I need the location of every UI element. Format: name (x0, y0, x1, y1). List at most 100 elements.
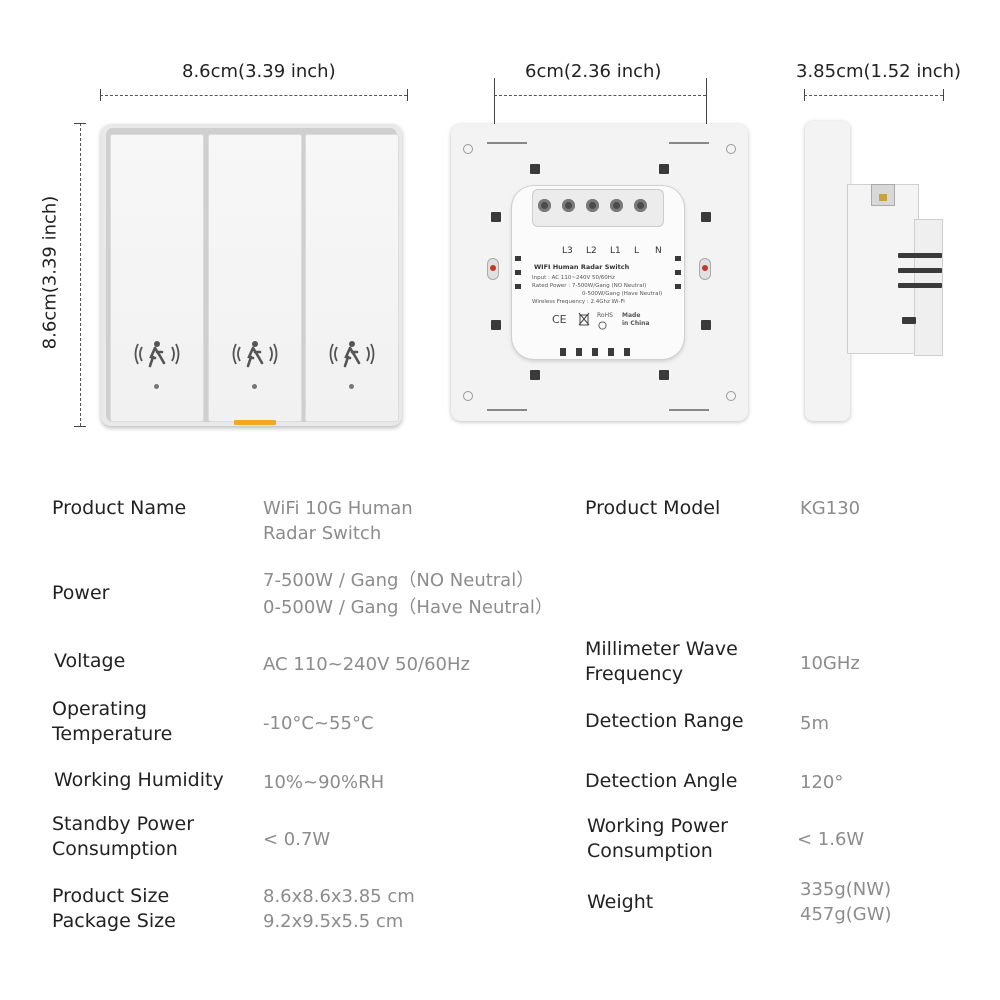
front-width-line (100, 95, 407, 96)
front-height-line (80, 123, 81, 426)
terminal-block (532, 189, 664, 227)
detection-angle-value: 120° (800, 772, 844, 793)
front-width-label: 8.6cm(3.39 inch) (182, 61, 336, 82)
module-wireless: Wireless Frequency : 2.4Ghz Wi-Fi (532, 299, 625, 305)
switch-frame (106, 128, 399, 422)
terminal-label-l: L (634, 246, 640, 256)
indicator-led (349, 384, 354, 389)
voltage-value: AC 110~240V 50/60Hz (263, 654, 470, 675)
terminal-screw (610, 199, 623, 212)
working-power-value: < 1.6W (797, 829, 865, 850)
tick (74, 123, 86, 124)
product-model-label: Product Model (585, 497, 721, 519)
switch-key-2 (208, 134, 302, 422)
switch-key-1 (110, 134, 204, 422)
terminal-screw (586, 199, 599, 212)
vent-slot (576, 348, 582, 356)
mmwave-value: 10GHz (800, 653, 860, 674)
switch-key-3 (305, 134, 399, 422)
tick (100, 89, 101, 101)
side-terminal (872, 185, 894, 205)
clip-bar (487, 409, 527, 411)
terminal-screw (562, 199, 575, 212)
switch-back-view: L3 L2 L1 L N WIFI Human Radar Switch Inp… (451, 124, 748, 421)
vent-slot (675, 284, 681, 289)
mmwave-label: Millimeter Wave Frequency (585, 638, 738, 685)
made-in-china-mark: in China (622, 320, 650, 327)
motion-sensor-icon (134, 341, 180, 368)
vent-slot (515, 270, 521, 275)
corner-hole (726, 391, 736, 401)
side-fin (898, 268, 942, 273)
mounting-clip-right (699, 258, 711, 280)
vent-slot (675, 256, 681, 261)
module-rated-power: Rated Power : 7-500W/Gang (NO Neutral) (532, 283, 647, 289)
module-rated-power-2: 0-500W/Gang (Have Neutral) (582, 291, 663, 297)
terminal-label-l3: L3 (562, 246, 573, 256)
vent-slot (515, 284, 521, 289)
vent-slot (675, 270, 681, 275)
op-temp-value: -10°C~55°C (263, 713, 374, 734)
clip-bar (487, 142, 527, 144)
depth-line (804, 95, 943, 96)
weight-label: Weight (587, 891, 654, 913)
side-slot (902, 317, 916, 324)
product-name-label: Product Name (52, 497, 187, 519)
tick (407, 89, 408, 101)
terminal-label-l2: L2 (586, 246, 597, 256)
indicator-led (154, 384, 159, 389)
humidity-value: 10%~90%RH (263, 772, 385, 793)
back-hole-label: 6cm(2.36 inch) (525, 61, 662, 82)
humidity-label: Working Humidity (54, 769, 224, 791)
front-height-label: 8.6cm(3.39 inch) (39, 195, 61, 350)
back-slot (701, 320, 711, 330)
back-slot (530, 164, 540, 174)
tick (943, 89, 944, 101)
back-slot (530, 370, 540, 380)
ce-mark: CE (552, 313, 567, 326)
power-label: Power (52, 582, 110, 604)
motion-sensor-icon (232, 341, 278, 368)
module-input: Input : AC 110~240V 50/60Hz (532, 275, 615, 281)
back-slot (659, 370, 669, 380)
vent-slot (560, 348, 566, 356)
weight-value: 335g(NW) 457g(GW) (800, 879, 892, 925)
voltage-label: Voltage (54, 650, 126, 672)
standby-power-label: Standby Power Consumption (52, 813, 195, 860)
wiring-module: L3 L2 L1 L N WIFI Human Radar Switch Inp… (512, 186, 684, 359)
product-model-value: KG130 (800, 498, 861, 519)
back-slot (491, 212, 501, 222)
indicator-tab (234, 420, 276, 425)
detection-range-label: Detection Range (585, 710, 744, 732)
back-slot (701, 212, 711, 222)
vent-slot (624, 348, 630, 356)
size-label: Product Size Package Size (52, 885, 176, 932)
mounting-clip-left (487, 258, 499, 280)
vent-slot (608, 348, 614, 356)
recycle-icon (598, 321, 607, 330)
product-name-value: WiFi 10G Human Radar Switch (263, 498, 413, 544)
back-slot (491, 320, 501, 330)
terminal-screw (538, 199, 551, 212)
detection-angle-label: Detection Angle (585, 770, 738, 792)
vent-slot (515, 256, 521, 261)
module-title: WIFI Human Radar Switch (534, 263, 630, 271)
indicator-led (252, 384, 257, 389)
working-power-label: Working Power Consumption (587, 815, 728, 862)
switch-front-view (101, 124, 402, 426)
vent-slot (592, 348, 598, 356)
clip-bar (669, 142, 709, 144)
clip-bar (669, 409, 709, 411)
back-hole-line (494, 95, 706, 96)
terminal-screw (879, 194, 887, 201)
weee-bin-icon (578, 312, 590, 326)
corner-hole (726, 144, 736, 154)
terminal-label-l1: L1 (610, 246, 621, 256)
corner-hole (463, 144, 473, 154)
size-value: 8.6x8.6x3.85 cm 9.2x9.5x5.5 cm (263, 886, 415, 932)
detection-range-value: 5m (800, 713, 829, 734)
switch-side-view (805, 121, 850, 421)
rohs-mark: RoHS (597, 312, 613, 319)
corner-hole (463, 391, 473, 401)
side-fin (898, 283, 942, 288)
